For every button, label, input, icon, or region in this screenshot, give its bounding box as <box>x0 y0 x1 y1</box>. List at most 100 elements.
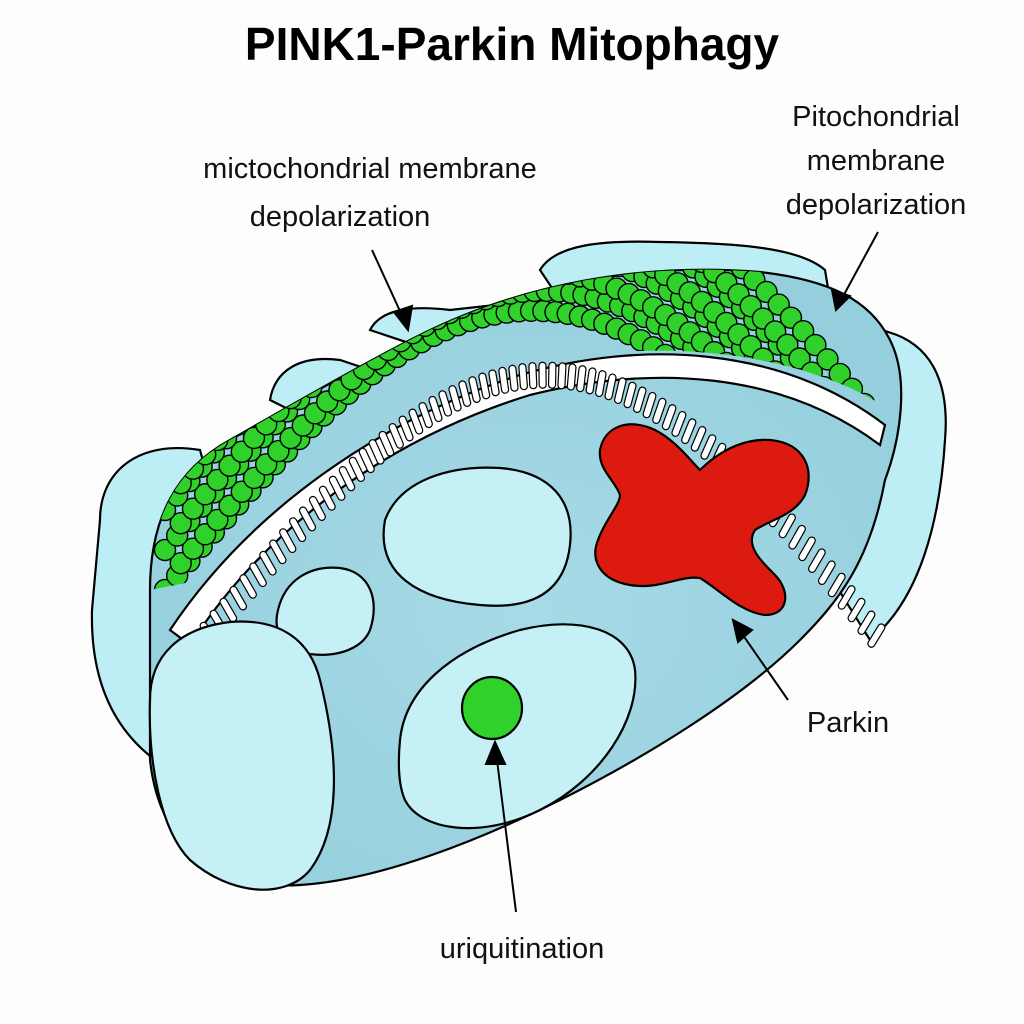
pink1-particle <box>169 511 192 535</box>
pink1-particle <box>218 414 241 437</box>
crista <box>595 370 607 398</box>
pink1-particle <box>472 187 493 208</box>
crista <box>671 410 687 437</box>
label-right-depolarization-line2: membrane <box>807 145 946 177</box>
crista <box>358 447 375 474</box>
pink1-particle <box>439 183 460 204</box>
pink1-particle <box>300 335 323 359</box>
ubiquitin-marker <box>460 675 524 741</box>
pink1-particle <box>340 269 363 271</box>
pink1-particle <box>364 269 388 291</box>
pink1-particle <box>500 243 521 264</box>
crista <box>817 560 836 586</box>
arrow-ubiquitination-head <box>484 739 507 765</box>
pink1-particle <box>349 292 372 315</box>
pink1-particle <box>646 193 667 214</box>
crista <box>547 361 557 389</box>
arrow-ubiquitination-line <box>495 751 517 913</box>
diagram-title: PINK1-Parkin Mitophagy <box>245 18 780 70</box>
crista <box>518 363 528 391</box>
pink1-particle <box>536 160 557 181</box>
crista <box>528 362 538 390</box>
pink1-particle <box>557 183 578 204</box>
pink1-particle <box>402 243 423 264</box>
pink1-particle <box>206 388 229 412</box>
arrow-left-depolarization-head <box>392 304 414 333</box>
pink1-particle <box>153 578 177 590</box>
pink1-particle <box>618 204 639 225</box>
pink1-particle <box>438 269 461 285</box>
pink1-particle <box>401 282 424 305</box>
pink1-particle <box>451 217 472 238</box>
crista <box>378 430 395 457</box>
pink1-particle <box>597 171 618 192</box>
arrow-parkin-head <box>731 618 754 644</box>
crista <box>259 550 277 576</box>
crista <box>613 377 627 404</box>
pink1-particle <box>193 403 217 426</box>
pink1-particle <box>349 269 372 275</box>
pink1-particle <box>267 319 290 343</box>
vesicle-large-left <box>148 620 336 891</box>
crista <box>288 517 307 543</box>
pink1-particle <box>585 207 606 228</box>
pink1-particle <box>462 269 485 275</box>
pink1-particle <box>472 227 493 248</box>
pink1-particle <box>181 417 205 440</box>
crista <box>368 439 385 465</box>
pink1-particle <box>328 298 351 322</box>
pink1-particle <box>658 200 679 221</box>
pink1-particle <box>336 302 360 325</box>
crista <box>576 365 587 393</box>
pink1-particle <box>324 313 348 336</box>
crista <box>867 623 886 648</box>
label-left-depolarization-line1: mictochondrial membrane <box>203 153 537 185</box>
pink1-particle <box>512 241 533 262</box>
crista <box>788 524 806 550</box>
pink1-particle <box>288 307 311 331</box>
pink1-particle <box>606 198 627 219</box>
crista <box>448 385 462 412</box>
pink1-particle <box>362 244 383 265</box>
pink1-particle <box>435 240 456 261</box>
pink1-particle <box>643 217 664 238</box>
pink1-particle <box>181 497 205 520</box>
pink1-particle <box>460 230 481 251</box>
pink1-particle <box>312 284 335 307</box>
pink1-particle <box>206 468 229 492</box>
crista <box>298 506 317 532</box>
pink1-particle <box>439 223 460 244</box>
pink1-particle <box>545 182 566 203</box>
pink1-particle <box>475 209 496 230</box>
pink1-particle <box>218 374 241 397</box>
pink1-particle <box>242 346 266 370</box>
crista <box>348 456 366 483</box>
pink1-particle <box>446 273 470 297</box>
pink1-particle <box>634 186 655 207</box>
crista <box>418 401 433 429</box>
pink1-particle <box>496 222 517 243</box>
crista <box>428 395 443 423</box>
pink1-particle <box>279 306 302 330</box>
pink1-particle <box>414 235 435 256</box>
pink1-particle <box>507 269 531 283</box>
pink1-particle <box>512 201 533 222</box>
crista <box>585 367 597 395</box>
crista <box>508 364 519 392</box>
pink1-particle <box>340 328 363 351</box>
crista <box>652 397 667 424</box>
pink1-particle <box>557 223 578 244</box>
pink1-particle <box>521 220 542 241</box>
crista <box>478 372 491 400</box>
label-right-depolarization-line1: Pitochondrial <box>792 101 960 133</box>
pink1-particle <box>585 167 606 188</box>
arrow-right-depolarization-line <box>839 231 879 303</box>
pink1-particle <box>447 235 468 256</box>
label-left-depolarization-line2: depolarization <box>250 201 431 233</box>
pink1-particle <box>569 226 590 247</box>
crista <box>857 610 876 635</box>
pink1-particle <box>251 346 274 369</box>
pink1-particle <box>484 224 505 245</box>
pink1-particle <box>324 273 348 296</box>
pink1-particle <box>422 284 445 308</box>
